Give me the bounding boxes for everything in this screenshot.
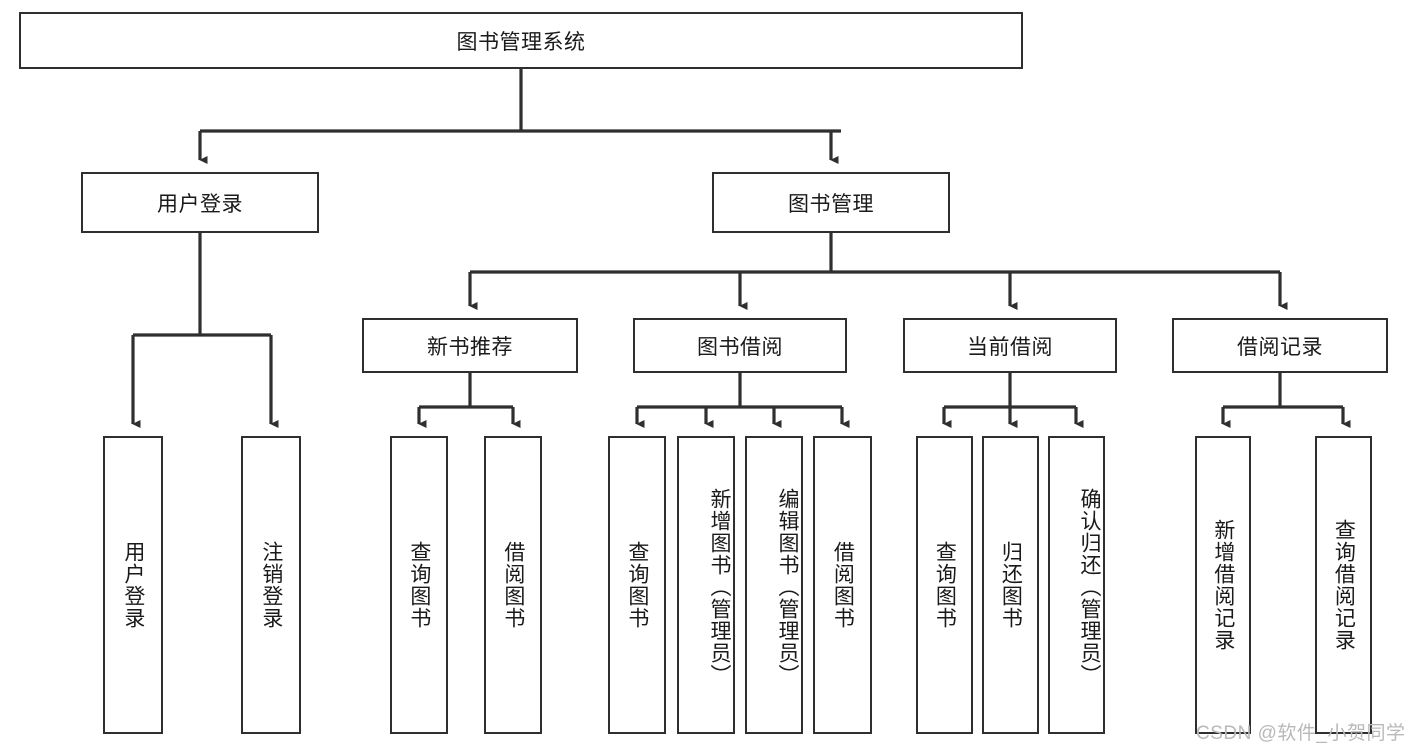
- leaf-borrow-book-recommend[interactable]: 借阅图书: [484, 436, 542, 734]
- leaf-query-book-borrow[interactable]: 查询图书: [608, 436, 666, 734]
- leaf-user-login[interactable]: 用户登录: [103, 436, 163, 734]
- leaf-query-book-current[interactable]: 查询图书: [916, 436, 973, 734]
- node-book-management[interactable]: 图书管理: [712, 172, 950, 233]
- node-book-borrow[interactable]: 图书借阅: [633, 318, 847, 373]
- leaf-query-book-recommend[interactable]: 查询图书: [390, 436, 448, 734]
- node-borrow-record[interactable]: 借阅记录: [1172, 318, 1388, 373]
- leaf-borrow-book[interactable]: 借阅图书: [813, 436, 872, 734]
- leaf-add-borrow-record[interactable]: 新增借阅记录: [1195, 436, 1251, 734]
- node-user-login[interactable]: 用户登录: [81, 172, 319, 233]
- leaf-logout-login[interactable]: 注销登录: [241, 436, 301, 734]
- leaf-return-book[interactable]: 归还图书: [982, 436, 1039, 734]
- node-root[interactable]: 图书管理系统: [19, 12, 1023, 69]
- node-current-borrow[interactable]: 当前借阅: [903, 318, 1117, 373]
- node-new-book-recommend[interactable]: 新书推荐: [362, 318, 578, 373]
- leaf-edit-book-admin[interactable]: 编辑图书（管理员）: [745, 436, 803, 734]
- csdn-watermark: CSDN @软件_小贺同学: [1196, 723, 1405, 744]
- leaf-add-book-admin[interactable]: 新增图书（管理员）: [677, 436, 735, 734]
- leaf-confirm-return-admin[interactable]: 确认归还（管理员）: [1048, 436, 1105, 734]
- leaf-query-borrow-record[interactable]: 查询借阅记录: [1315, 436, 1372, 734]
